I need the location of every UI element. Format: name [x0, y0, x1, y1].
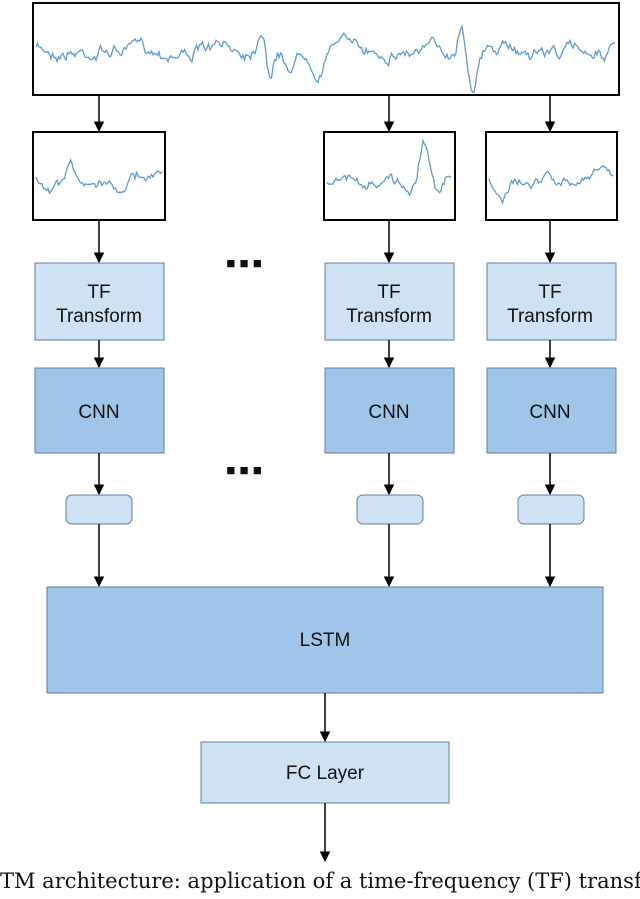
tf-transform-block-1	[34, 262, 165, 341]
cnn-label-2: CNN	[368, 402, 409, 423]
fc-layer-label: FC Layer	[286, 763, 365, 784]
feature-node-3	[517, 494, 585, 525]
window-panel-1	[32, 131, 166, 221]
input-signal-panel	[32, 2, 620, 96]
cnn-block-2	[324, 367, 455, 454]
cnn-label-1: CNN	[78, 402, 119, 423]
fc-layer-block	[200, 741, 450, 804]
ellipsis-middle: ■ ■ ■	[226, 462, 262, 479]
tf-transform-block-3	[486, 262, 617, 341]
cnn-block-3	[486, 367, 617, 454]
window-2-waveform	[326, 138, 452, 197]
cnn-label-3: CNN	[529, 402, 570, 423]
lstm-label: LSTM	[300, 630, 351, 651]
feature-node-2	[356, 494, 424, 525]
window-1-waveform	[35, 158, 163, 195]
window-panel-3	[485, 131, 618, 221]
window-3-waveform	[488, 164, 614, 205]
ellipsis-top: ■ ■ ■	[226, 255, 262, 272]
input-signal-waveform	[35, 23, 616, 94]
figure-caption: TM architecture: application of a time-f…	[0, 869, 640, 893]
lstm-block	[46, 586, 604, 694]
cnn-block-1	[34, 367, 165, 454]
feature-node-1	[65, 494, 133, 525]
